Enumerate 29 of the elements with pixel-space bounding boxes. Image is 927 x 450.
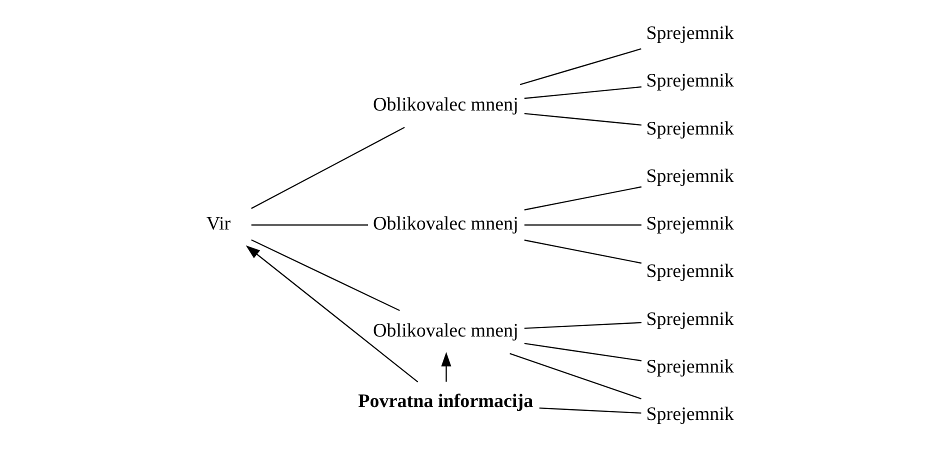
connector: [510, 353, 642, 400]
node-text: Oblikovalec mnenj: [373, 214, 518, 235]
connector: [524, 224, 642, 226]
connector: [251, 239, 400, 312]
connector: [524, 342, 642, 362]
connector: [520, 48, 642, 86]
connector: [251, 224, 368, 226]
node-text: Sprejemnik: [646, 261, 734, 282]
node-text: Sprejemnik: [646, 404, 734, 425]
node-text: Oblikovalec mnenj: [373, 94, 518, 116]
node-text: Sprejemnik: [646, 308, 734, 330]
node-text: Sprejemnik: [646, 70, 734, 92]
node-text: Vir: [206, 214, 231, 235]
node-text: Sprejemnik: [646, 356, 734, 378]
node-text: Sprejemnik: [646, 118, 734, 140]
connector: [524, 86, 642, 99]
connector: [524, 112, 642, 126]
node-text: Povratna informacija: [358, 390, 534, 412]
node-text: Oblikovalec mnenj: [373, 320, 518, 342]
connector: [524, 240, 642, 264]
connector: [524, 186, 642, 210]
node-text: Sprejemnik: [646, 166, 734, 187]
arrow: [441, 352, 452, 382]
connector: [524, 322, 642, 329]
connector: [539, 407, 642, 414]
node-text: Sprejemnik: [646, 23, 734, 44]
arrow: [246, 245, 418, 382]
node-text: Sprejemnik: [646, 214, 734, 235]
connector: [251, 126, 405, 209]
